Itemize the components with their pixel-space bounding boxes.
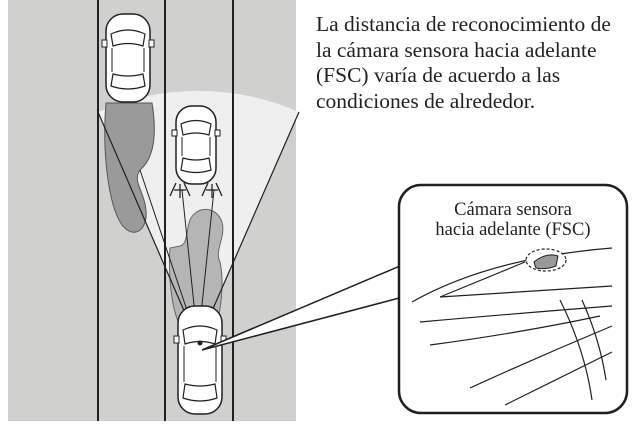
callout-box — [397, 183, 629, 415]
car-own-vehicle — [173, 305, 227, 415]
car-center-lane — [171, 105, 221, 185]
car-left-lane — [101, 13, 155, 103]
callout-label-line1: Cámara sensora — [454, 200, 572, 220]
windshield-illustration — [411, 247, 613, 406]
camera-unit-icon — [533, 254, 559, 270]
detection-shadow — [169, 208, 224, 331]
beam-line-right — [197, 111, 300, 344]
brake-marks — [169, 182, 223, 198]
beam-line-left — [97, 111, 199, 344]
camera-marker — [197, 340, 203, 346]
description-text: La distancia de reconocimiento de la cám… — [316, 12, 611, 113]
left-car-shadow — [104, 102, 155, 233]
callout-label-line2: hacia adelante (FSC) — [435, 220, 591, 240]
